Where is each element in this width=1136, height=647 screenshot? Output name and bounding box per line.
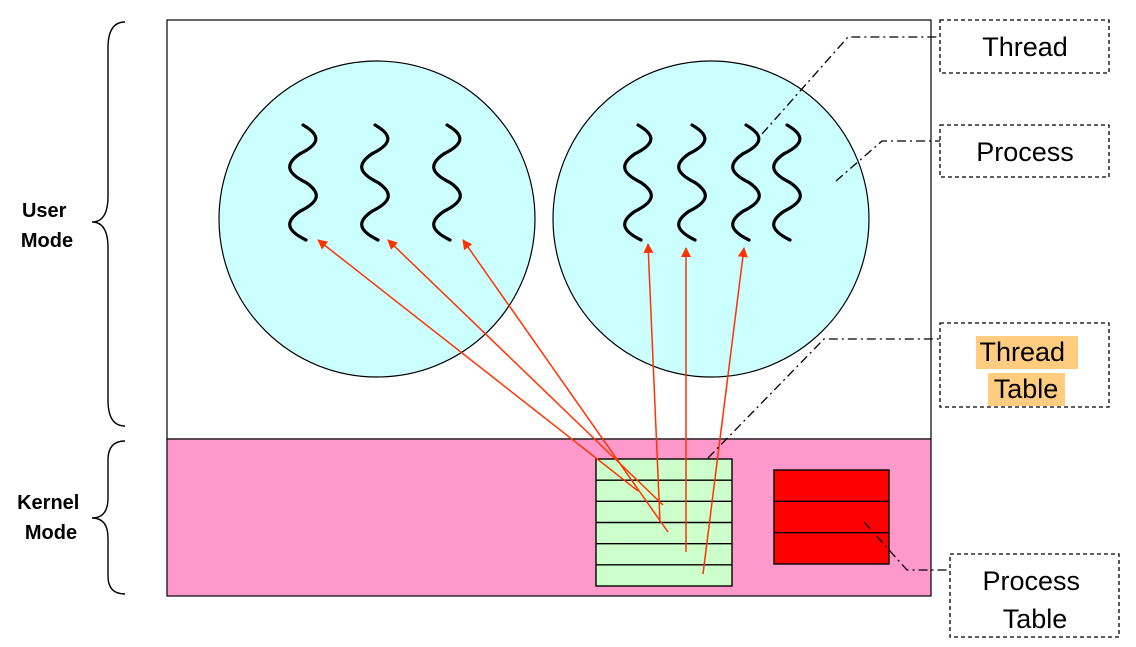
thread-icon-p2-3 bbox=[731, 123, 761, 242]
thread-icon-p1-2 bbox=[360, 123, 390, 242]
process-callout-box bbox=[939, 124, 1110, 178]
process-circle-1 bbox=[218, 60, 536, 378]
process-leader-line bbox=[835, 140, 940, 182]
thread-table-arrows bbox=[317, 239, 748, 575]
user-mode-label: User Mode bbox=[21, 200, 73, 252]
thread-pointer-arrow-4 bbox=[643, 243, 661, 523]
thread-icon-p1-3 bbox=[432, 123, 462, 242]
thread-table-callout-label: Thread Table bbox=[979, 337, 1072, 404]
thread-pointer-arrow-1 bbox=[317, 239, 639, 492]
process-table-body bbox=[773, 469, 890, 565]
thread-icon-p2-4 bbox=[772, 123, 802, 242]
process-table-leader-line bbox=[863, 521, 950, 571]
user-mode-brace bbox=[91, 21, 126, 427]
thread-table-highlight-line-1 bbox=[976, 336, 1078, 369]
thread-icon-p1-1 bbox=[288, 123, 318, 242]
kernel-mode-label: Kernel Mode bbox=[17, 492, 85, 544]
thread-callout-label: Thread bbox=[982, 32, 1068, 62]
thread-table bbox=[595, 458, 733, 587]
thread-icon-p2-1 bbox=[623, 123, 653, 242]
thread-table-highlight-line-2 bbox=[988, 373, 1065, 406]
process-table-callout-label: Process Table bbox=[982, 566, 1087, 634]
process-callout-label: Process bbox=[976, 137, 1074, 167]
process-table-callout-box bbox=[949, 553, 1120, 638]
kernel-mode-brace bbox=[91, 440, 126, 595]
process-circle-2 bbox=[552, 60, 870, 378]
thread-table-leader-line bbox=[707, 338, 940, 459]
process-table bbox=[773, 469, 890, 565]
thread-pointer-arrow-6 bbox=[702, 247, 748, 575]
threads bbox=[288, 123, 802, 242]
thread-callout-box bbox=[939, 19, 1110, 74]
thread-icon-p2-2 bbox=[677, 123, 707, 242]
thread-pointer-arrow-3 bbox=[462, 239, 669, 533]
thread-leader-line bbox=[761, 36, 940, 135]
